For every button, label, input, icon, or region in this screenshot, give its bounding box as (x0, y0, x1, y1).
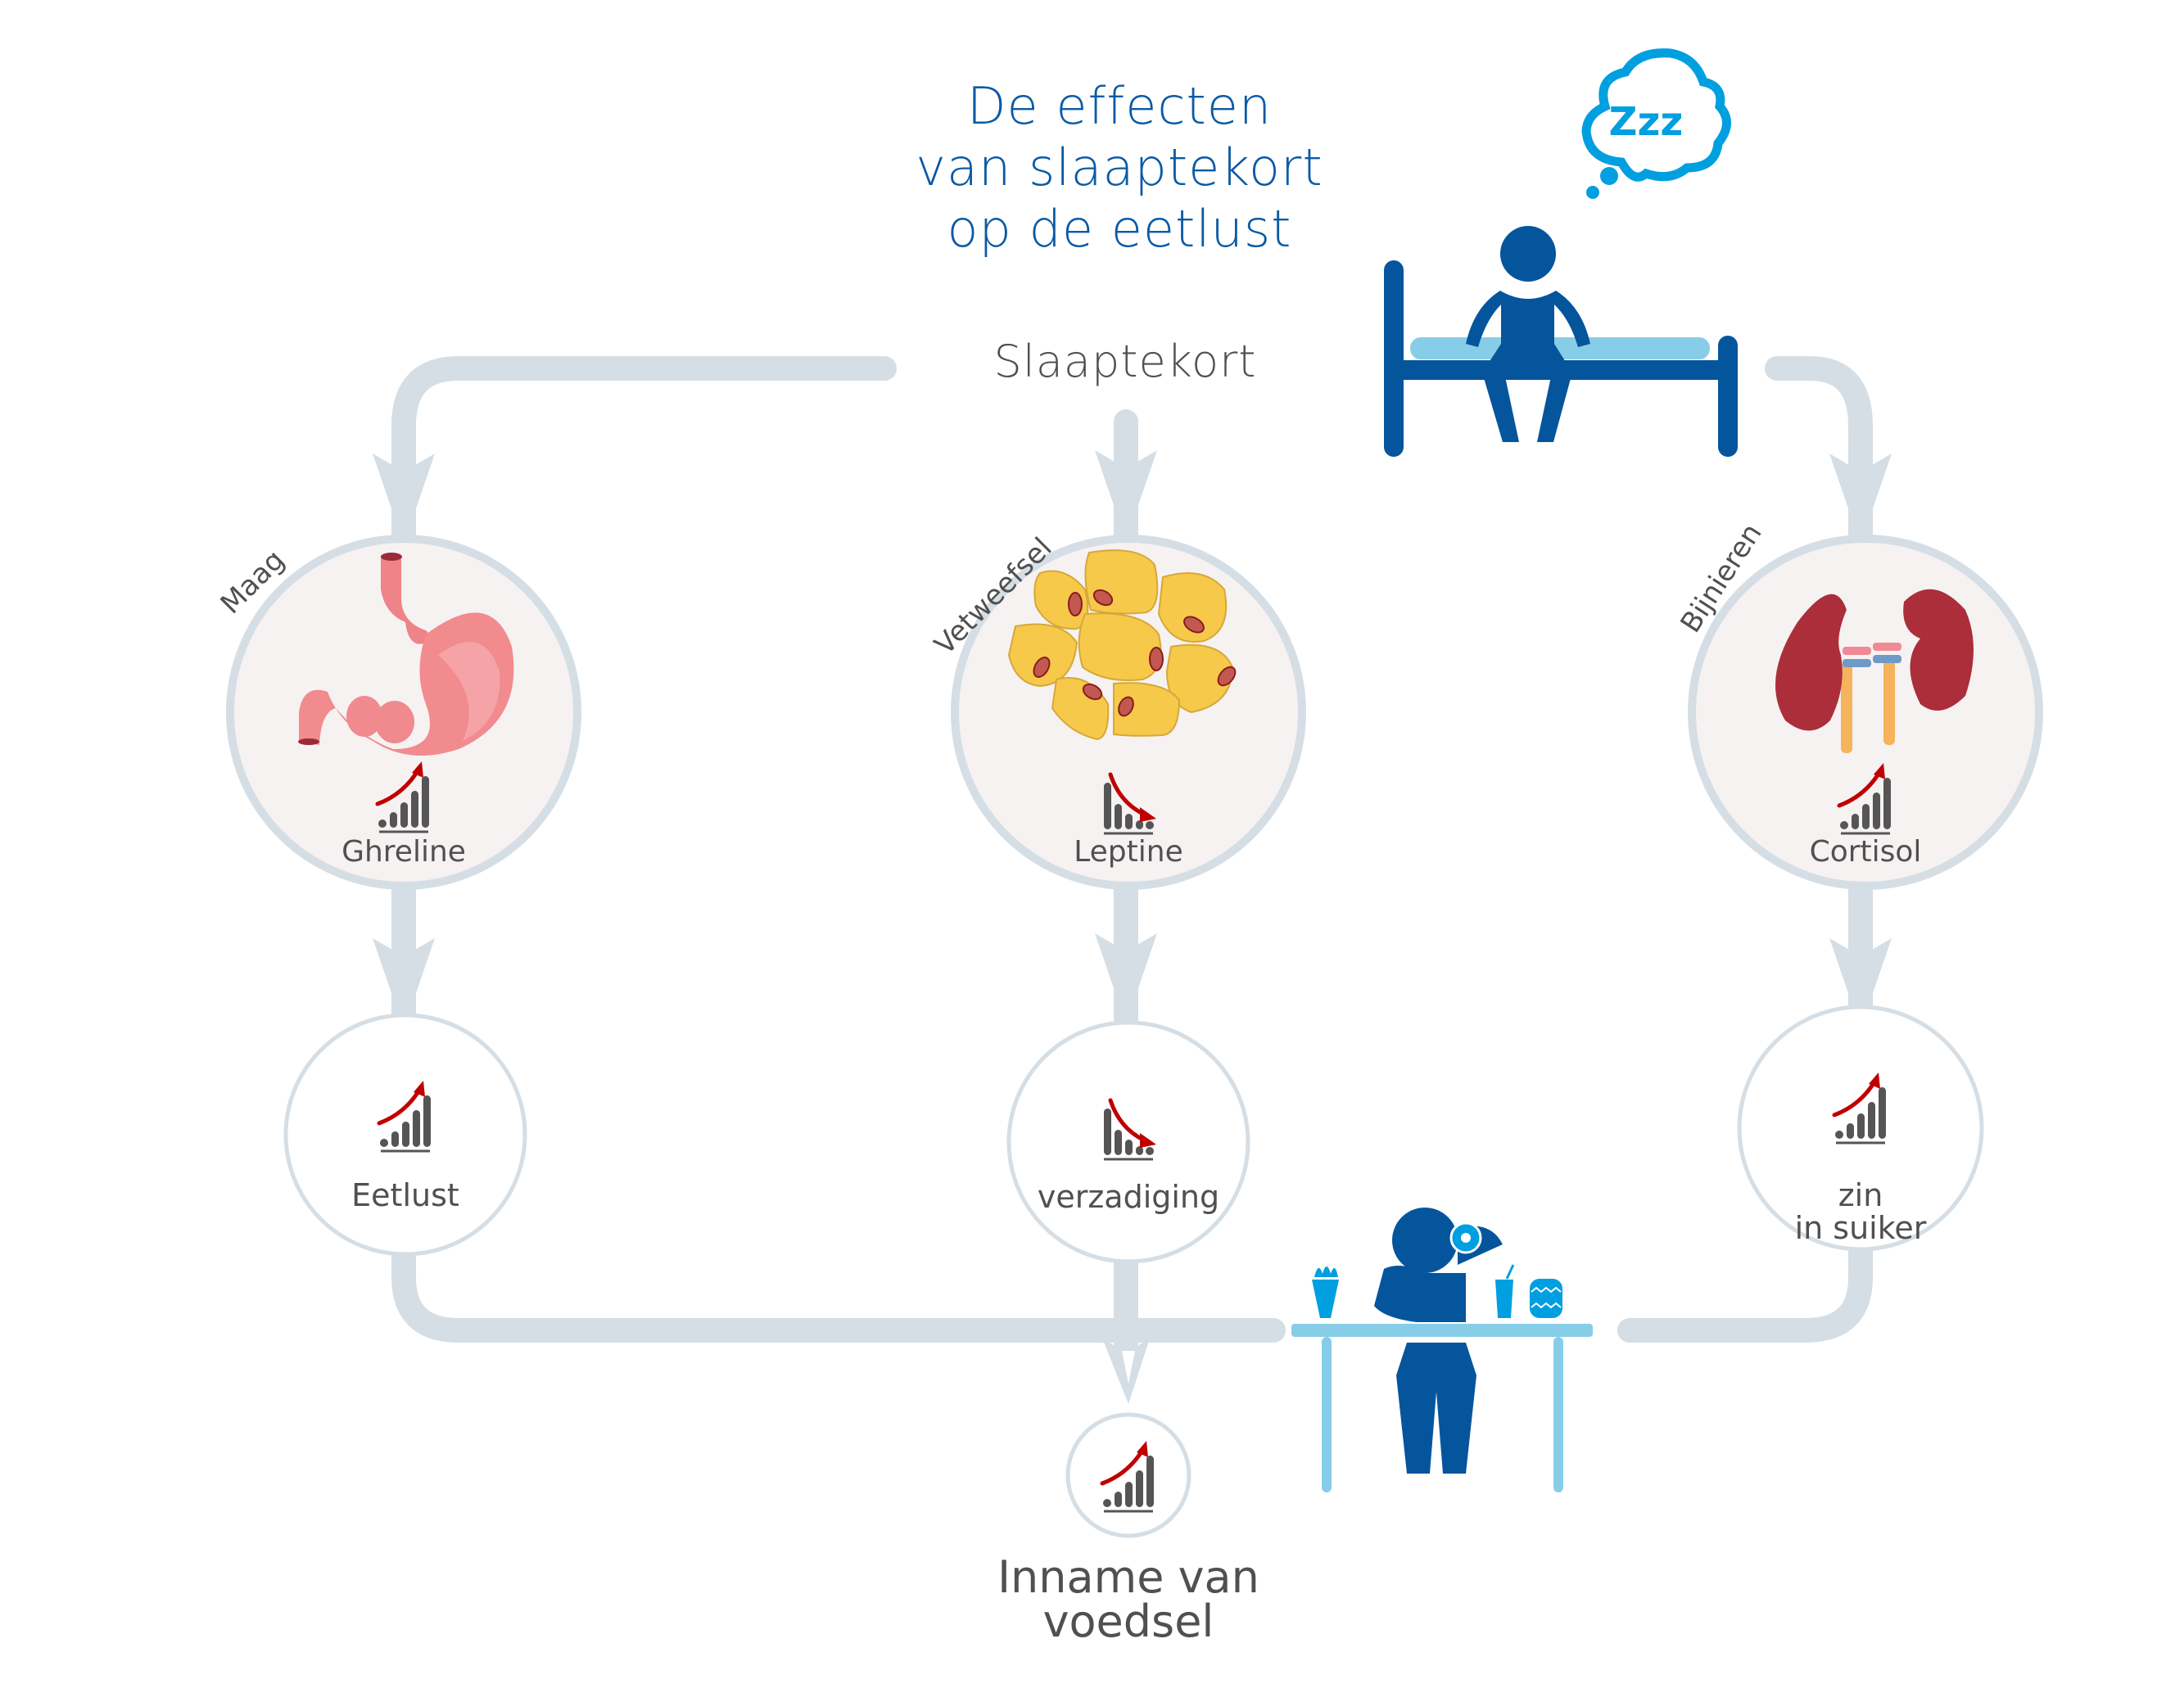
hormone-label-ghrelin: Ghreline (341, 835, 466, 869)
outcome-line: voedsel (1042, 1596, 1214, 1647)
connector-paths (391, 356, 1873, 1355)
effect-label-line: in suiker (1794, 1210, 1927, 1246)
outcome-node-food-intake (1065, 1412, 1191, 1538)
title-line: De effecten (966, 76, 1273, 136)
stomach-icon (298, 553, 514, 756)
effect-label-sugar-craving: zin in suiker (1746, 1179, 1975, 1244)
title-line: van slaaptekort (916, 138, 1323, 197)
title-line: op de eetlust (947, 199, 1292, 259)
fat-cells-icon (1007, 549, 1237, 741)
effect-label-line: zin (1838, 1177, 1883, 1213)
hormone-label-cortisol: Cortisol (1809, 835, 1922, 869)
effect-label-satiety: verzadiging (1037, 1179, 1220, 1215)
arrowhead-icon (1101, 1336, 1151, 1404)
kidneys-icon (1775, 589, 1974, 753)
hormone-label-leptin: Leptine (1074, 835, 1183, 869)
effect-label-appetite: Eetlust (351, 1177, 459, 1213)
person-sitting-on-bed-sleepy-icon: Zzz (1384, 48, 1738, 457)
zzz-text: Zzz (1609, 99, 1684, 145)
person-eating-at-table-icon (1291, 1208, 1593, 1492)
organ-node-stomach (226, 535, 581, 890)
connector-bottom-left (391, 1232, 1286, 1343)
outcome-label: Inname van voedsel (924, 1555, 1333, 1644)
thought-bubble-icon: Zzz (1581, 48, 1731, 199)
organ-node-fat-tissue (951, 535, 1306, 890)
connector-top-right (1765, 356, 1873, 553)
effect-node-appetite (283, 1013, 527, 1257)
effect-node-satiety (1006, 1020, 1250, 1264)
connector-top-left (391, 356, 897, 553)
page-title: De effecten van slaaptekort op de eetlus… (874, 75, 1365, 260)
outcome-line: Inname van (997, 1551, 1259, 1603)
connector-bottom-right (1617, 1224, 1873, 1343)
effect-node-sugar-craving (1737, 1005, 1984, 1252)
trigger-label: Slaaptekort (993, 336, 1257, 387)
organ-node-adrenal-glands (1688, 535, 2043, 890)
